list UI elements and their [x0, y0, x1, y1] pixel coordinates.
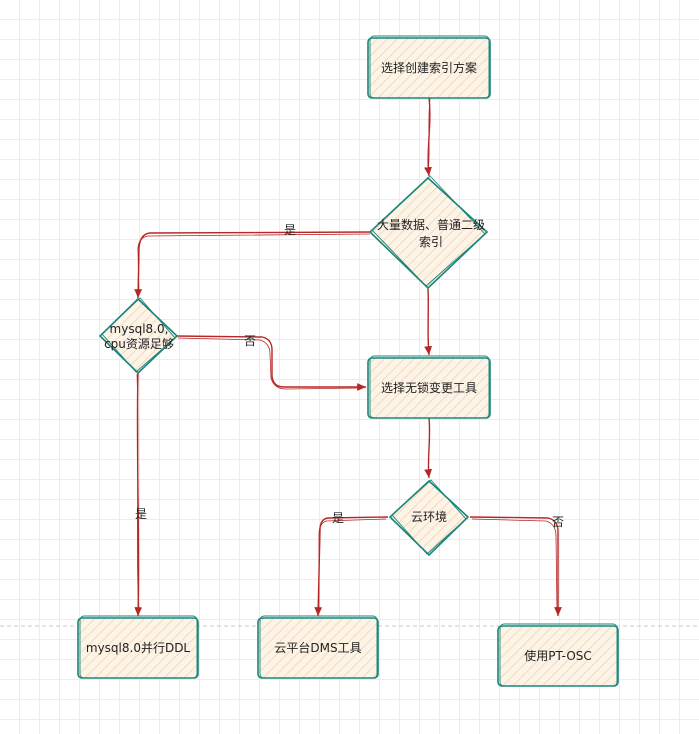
- edge-label-cloud-yes: 是: [332, 511, 344, 525]
- edge-label-mysql8-yes: 是: [135, 507, 147, 521]
- node-parallel-ddl[interactable]: mysql8.0并行DDL: [77, 615, 199, 679]
- node-mysql8-label-line1: mysql8.0,: [110, 322, 169, 336]
- node-choose-plan[interactable]: 选择创建索引方案: [367, 35, 491, 99]
- node-pt-osc-label: 使用PT-OSC: [524, 648, 592, 663]
- node-big-data-decision[interactable]: 大量数据、普通二级 索引: [368, 175, 489, 290]
- node-big-data-label-line1: 大量数据、普通二级: [377, 217, 485, 232]
- node-parallel-ddl-label: mysql8.0并行DDL: [86, 641, 191, 655]
- edges: [134, 96, 562, 617]
- edge-label-cloud-no: 否: [552, 515, 564, 529]
- node-cloud-dms-label: 云平台DMS工具: [274, 640, 361, 655]
- node-big-data-label-line2: 索引: [419, 235, 443, 249]
- node-lockfree-tool[interactable]: 选择无锁变更工具: [367, 355, 491, 419]
- node-cloud-dms[interactable]: 云平台DMS工具: [257, 615, 379, 679]
- edge-bigdata-to-mysql8[interactable]: [134, 231, 373, 299]
- node-lockfree-tool-label: 选择无锁变更工具: [381, 380, 477, 395]
- node-pt-osc[interactable]: 使用PT-OSC: [497, 623, 619, 687]
- edge-cloud-to-dms[interactable]: [314, 516, 389, 617]
- edge-label-bigdata-yes: 是: [284, 223, 296, 237]
- edge-bigdata-to-lockfree[interactable]: [424, 287, 433, 356]
- edge-lockfree-to-cloud[interactable]: [424, 417, 433, 479]
- node-mysql8-decision[interactable]: mysql8.0, cpu资源足够: [98, 297, 179, 375]
- edge-cloud-to-ptosc[interactable]: [469, 516, 562, 616]
- edge-label-mysql8-no: 否: [244, 334, 256, 348]
- node-choose-plan-label: 选择创建索引方案: [381, 60, 477, 75]
- node-mysql8-label-line2: cpu资源足够: [104, 337, 174, 351]
- node-cloud-env-label: 云环境: [411, 509, 447, 524]
- edge-mysql8-to-lockfree[interactable]: [175, 335, 366, 391]
- node-cloud-env-decision[interactable]: 云环境: [388, 479, 470, 557]
